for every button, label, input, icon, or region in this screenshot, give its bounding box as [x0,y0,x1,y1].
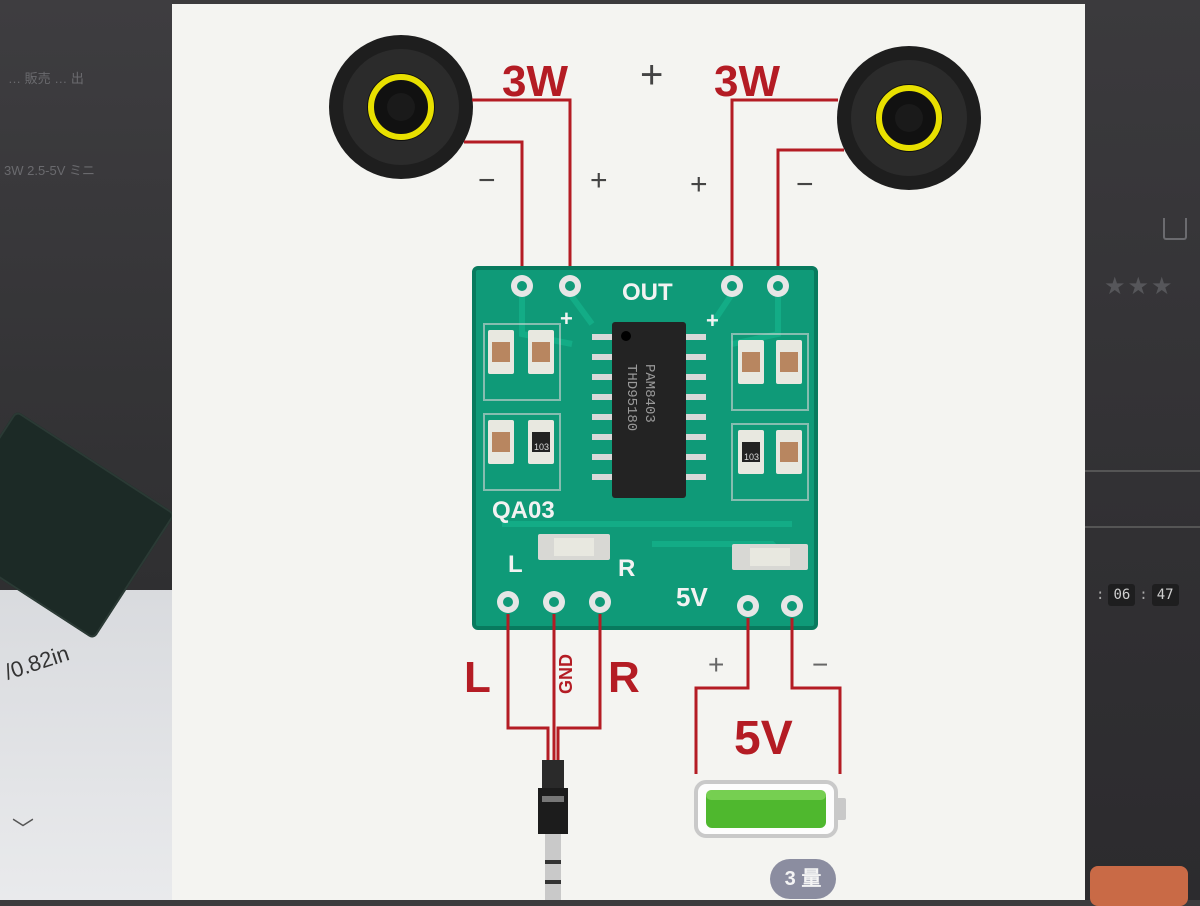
pad-label-5v: 5V [676,582,708,612]
input-pads [497,591,803,617]
audio-label-gnd: GND [556,654,576,694]
smd-components-left: 103 [483,323,561,491]
power-label-right: 3W [714,57,780,106]
pad-label-r: R [618,555,635,582]
resistor-code-right: 103 [744,452,759,462]
speaker-left-minus: − [478,164,496,197]
speaker-right [837,46,981,190]
timer-seconds: 47 [1151,584,1179,606]
speaker-left [329,35,473,179]
smd-components-right: 103 [731,333,809,501]
left-faint-title: 3W 2.5-5V ミニ [4,163,96,178]
right-background-panel [1085,0,1200,900]
power-minus-sign: − [812,649,828,680]
pad-label-l: L [508,551,523,578]
amplifier-chip: PAM8403 THD95180 [592,322,706,498]
power-label-left: 3W [502,57,568,106]
resistor-code-left: 103 [534,442,549,452]
speaker-left-plus: + [590,164,608,197]
speaker-pads [511,275,789,297]
pcb-board: OUT + + PAM8403 THD9 [472,266,818,630]
chip-marking-line1: PAM8403 [641,364,657,423]
speaker-wires [464,98,844,284]
speaker-right-plus: + [690,168,708,201]
wiring-diagram: 3W + 3W − + + − [329,35,981,900]
battery-label: 5V [734,712,793,765]
plus-sign-top: + [640,53,663,97]
action-button[interactable] [1090,866,1188,906]
timer-minutes: 06 [1108,584,1136,606]
speaker-right-minus: − [796,168,814,201]
battery-icon [694,780,846,838]
pcb-plus-left: + [560,306,573,331]
out-label: OUT [622,279,673,306]
audio-label-left: L [464,653,491,702]
board-label: QA03 [492,497,555,524]
power-plus-sign: + [708,649,724,680]
bottom-resistors [538,534,808,570]
power-wires [694,618,842,774]
right-divider [1085,470,1200,472]
audio-jack-plug [538,760,568,900]
share-icon[interactable] [1163,218,1187,240]
rating-stars: ★★★ [1104,273,1175,300]
chip-marking-line2: THD95180 [623,364,639,431]
page-indicator[interactable]: 3 量 [770,859,836,899]
wiring-diagram-card: 3W + 3W − + + − [172,4,1085,900]
audio-label-right: R [608,653,640,702]
audio-wires [506,614,602,764]
pcb-plus-right: + [706,308,719,333]
countdown-timer: : 06 : 47 [1096,584,1179,606]
left-faint-header: … 販売 … 出 [8,71,84,86]
left-tick-mark: ﹀ [12,817,35,842]
right-divider-2 [1085,526,1200,528]
